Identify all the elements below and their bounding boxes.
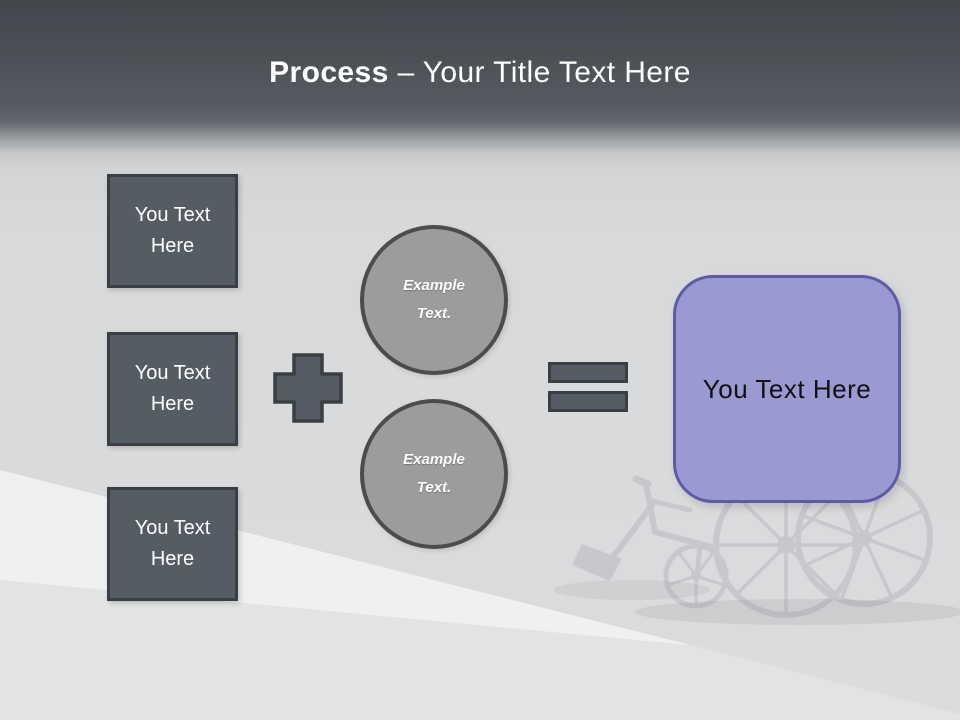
input-box-3-line1: You Text <box>134 517 211 539</box>
title-text: – Your Title Text Here <box>388 56 691 89</box>
input-box-1-line2: Here <box>150 235 195 257</box>
input-box-1-line1: You Text <box>134 204 211 226</box>
equals-bar-bottom <box>548 391 628 412</box>
equals-icon[interactable] <box>548 362 628 412</box>
diagonal-band-lower <box>0 470 960 720</box>
input-box-2[interactable]: You Text Here <box>107 332 238 446</box>
example-circle-2[interactable]: Example Text. <box>360 399 508 549</box>
input-box-2-line1: You Text <box>134 362 211 384</box>
result-box[interactable]: You Text Here <box>673 275 901 503</box>
footrest-shadow <box>554 580 710 600</box>
plus-icon[interactable] <box>273 353 343 423</box>
example-circle-1[interactable]: Example Text. <box>360 225 508 375</box>
wheelchair-shadow <box>635 599 960 625</box>
example-circle-2-line1: Example <box>403 451 465 469</box>
plus-icon-glyph <box>273 353 343 423</box>
input-box-1[interactable]: You Text Here <box>107 174 238 288</box>
title-keyword: Process <box>269 56 389 89</box>
input-box-2-line2: Here <box>150 393 195 415</box>
example-circle-1-line2: Text. <box>416 305 452 322</box>
equals-bar-top <box>548 362 628 383</box>
slide-title[interactable]: Process – Your Title Text Here <box>0 56 960 90</box>
example-circle-1-line1: Example <box>403 277 465 295</box>
input-box-3[interactable]: You Text Here <box>107 487 238 601</box>
result-box-label: You Text Here <box>702 373 872 404</box>
input-box-3-line2: Here <box>150 548 195 570</box>
example-circle-2-line2: Text. <box>416 479 452 496</box>
